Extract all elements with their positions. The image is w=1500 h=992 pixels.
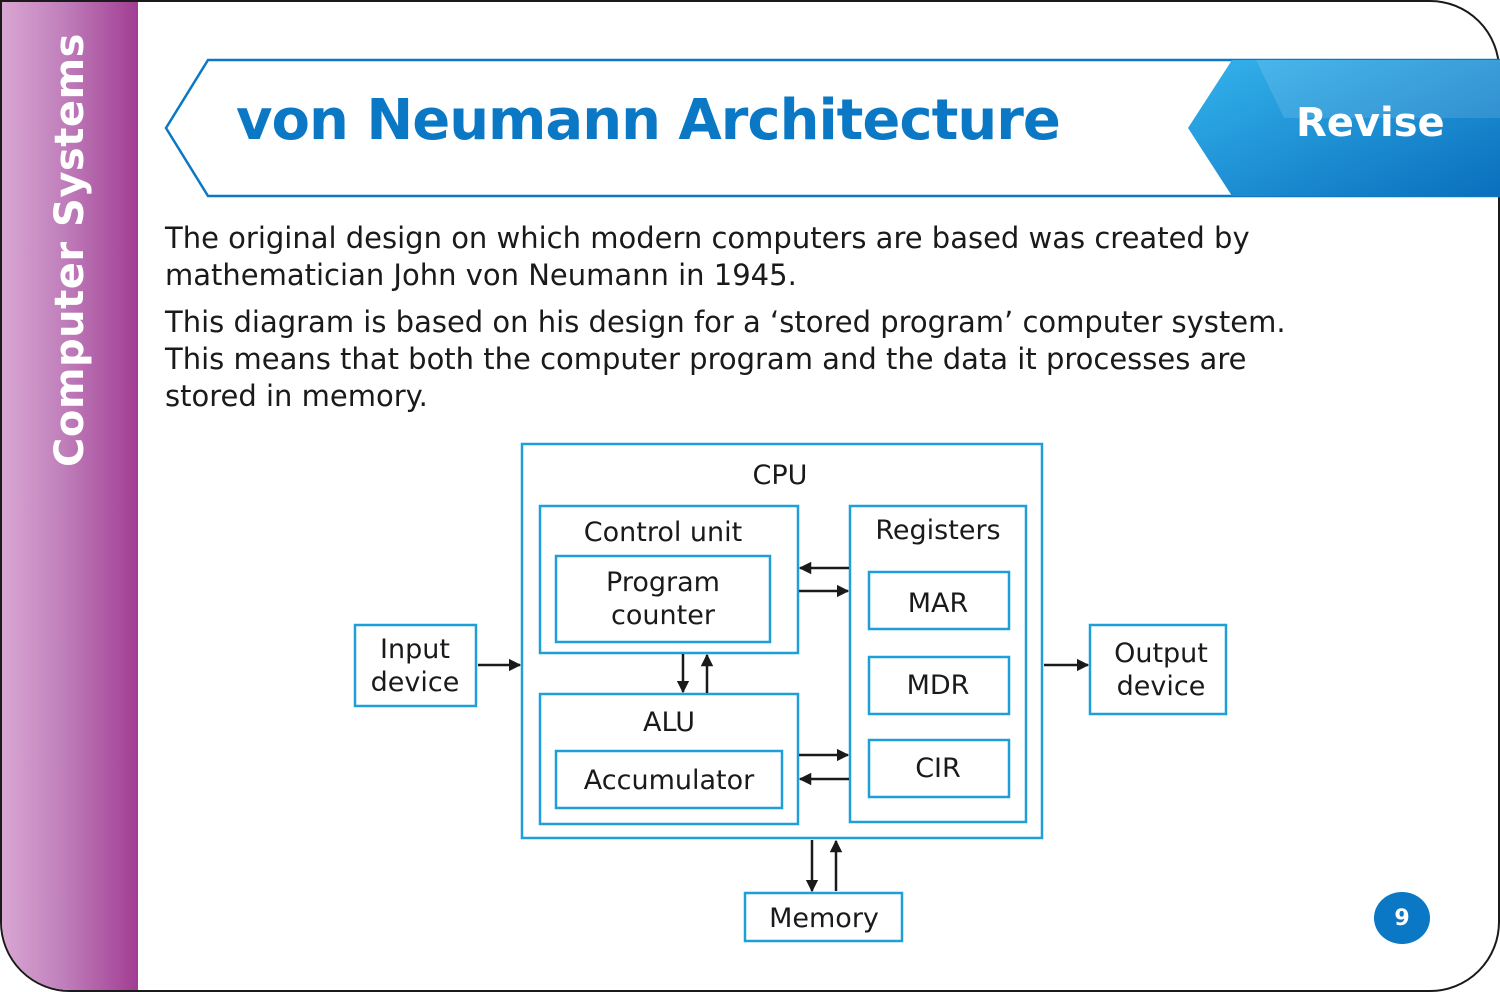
sidebar-section-label: Computer Systems: [47, 33, 93, 467]
intro-paragraph-2: This diagram is based on his design for …: [165, 305, 1286, 413]
revise-badge: Revise: [1296, 100, 1445, 146]
intro-paragraph-1: The original design on which modern comp…: [165, 221, 1250, 292]
sidebar: Computer Systems: [2, 2, 138, 990]
revise-tab-shape: [1188, 60, 1500, 196]
title-banner: [164, 58, 1500, 198]
page-title: von Neumann Architecture: [236, 88, 1061, 153]
page-number-badge: 9: [1374, 892, 1430, 944]
intro-text: The original design on which modern comp…: [165, 220, 1395, 425]
